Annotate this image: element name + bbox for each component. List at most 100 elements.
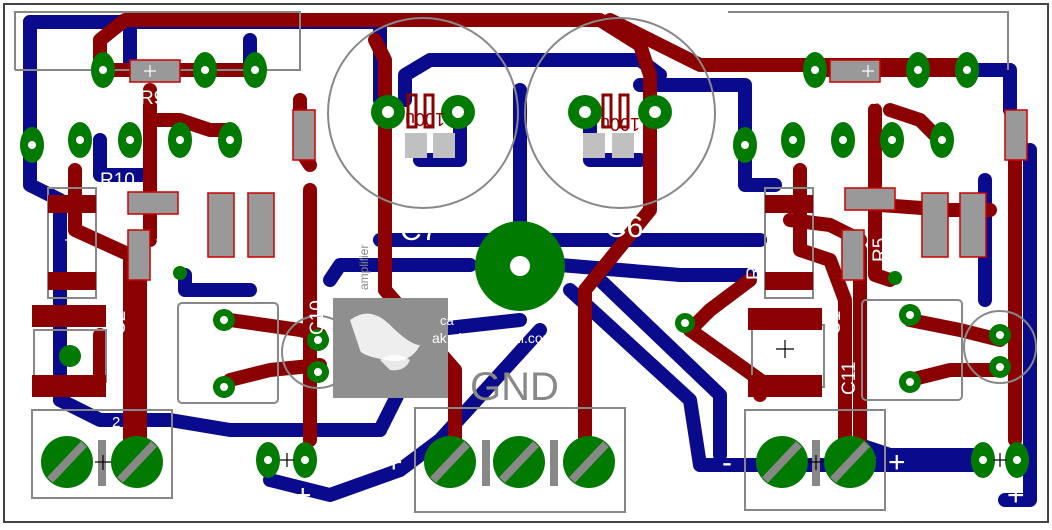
screw-terminal (493, 436, 545, 488)
r1-smd (1004, 109, 1028, 161)
cap-value-texts: 100u 100u (405, 109, 640, 134)
pin-left-2: 2 (112, 414, 120, 431)
label-c2: C2 (109, 311, 130, 335)
bottom-trace (263, 323, 547, 502)
r6-pad-bottom (765, 272, 813, 290)
c6-plus: + (538, 96, 556, 129)
c6-outline (524, 17, 716, 209)
screw-terminal (756, 436, 808, 488)
logo-shape (350, 313, 420, 361)
label-c5: C5 (414, 175, 438, 196)
c2-pad-top (32, 305, 106, 327)
c5-smd (405, 133, 427, 158)
top-trace (868, 103, 897, 287)
c10-connector-minus: - (262, 479, 272, 512)
label-c8: C8 (611, 175, 635, 196)
top-trace (903, 313, 1007, 347)
top-trace (903, 363, 1007, 387)
connector-right-outline (744, 409, 886, 511)
label-r8: R8 (279, 211, 300, 235)
pin-center-2: 2 (494, 414, 502, 431)
polarity-mark-icon (65, 65, 874, 245)
label-c7: C7 (400, 214, 438, 247)
top-trace (93, 13, 657, 82)
email-text: ak.ales@gmail.com (432, 330, 554, 346)
label-r4: R4 (815, 166, 840, 187)
silk-outline (728, 11, 1009, 70)
r8-smd (247, 192, 275, 258)
label-r11: R11 (154, 235, 175, 268)
bottom-trace (998, 143, 1037, 507)
pin-center-1: 1 (425, 414, 433, 431)
c3-smd (921, 192, 949, 258)
label-r6: R6 (744, 256, 765, 280)
smd-pads (127, 59, 1028, 281)
label-r1: R1 (987, 131, 1008, 155)
c1-pad-bottom (748, 375, 822, 397)
c6-plate (601, 93, 613, 129)
c7-plus: + (340, 96, 358, 129)
r11-smd (127, 229, 151, 281)
label-c12: C12 (154, 365, 175, 400)
terminal-divider (98, 440, 106, 486)
c1-pad-top (748, 308, 822, 330)
label-c10: C10 (307, 300, 328, 335)
label-r3: R3 (855, 88, 879, 109)
logo-shape (380, 355, 410, 371)
via-pad (173, 266, 187, 280)
mounting-hole-icon (475, 221, 565, 311)
top-trace (578, 73, 657, 467)
c7-plate (423, 93, 435, 129)
c6-plate (618, 93, 630, 129)
connector-left-outline (31, 409, 173, 499)
terminal-divider (550, 440, 558, 486)
c5-smd (433, 133, 455, 158)
connector-center-outline (414, 407, 626, 513)
center-minus: - (628, 446, 638, 479)
label-r5: R5 (870, 238, 891, 262)
polarity-texts: + + - + + - - + - + - + (10, 96, 1025, 512)
r6-pad-top (765, 195, 813, 213)
pin-right-2: 2 (826, 414, 834, 431)
top-trace (683, 273, 757, 337)
pin-left-1: 1 (42, 414, 50, 431)
silkscreen-layer (14, 11, 1037, 513)
screw-terminal (111, 436, 163, 488)
logo-ca-text: ca (440, 313, 455, 328)
label-r2: R2 (962, 166, 983, 190)
c11-outline (861, 299, 963, 401)
label-c11: C11 (839, 362, 860, 395)
c5-value-text: 100u (405, 109, 445, 129)
r7-smd (292, 109, 316, 161)
c8-value-text: 100u (600, 114, 640, 134)
c8-smd (612, 133, 634, 158)
pin-number-texts: 1 2 1 2 3 1 2 (42, 414, 834, 431)
c12-outline (177, 302, 279, 404)
screw-terminal (41, 436, 93, 488)
screw-terminal (563, 436, 615, 488)
logo-graphic: amplifier ca (333, 245, 455, 398)
r12-pad-bottom (48, 272, 96, 290)
pad-holes (28, 66, 1021, 464)
label-c1: C1 (824, 311, 845, 335)
c4-smd (207, 192, 235, 258)
r12-outline (47, 187, 97, 299)
cap-smd-small (405, 133, 634, 158)
c2-pad (59, 345, 81, 367)
c7-body-marks (406, 93, 630, 129)
c7-outline (327, 17, 519, 209)
right-minus: - (722, 446, 732, 479)
label-r10: R10 (100, 170, 135, 191)
gnd-label: GND (470, 365, 559, 409)
label-c4: C4 (186, 220, 207, 245)
screw-terminal (424, 436, 476, 488)
center-plus: + (385, 446, 403, 479)
right-plus: + (888, 446, 906, 479)
bottom-trace (53, 393, 387, 437)
board-outline (3, 3, 1049, 523)
polarity-mark-icon (95, 340, 1007, 470)
pin-right-1: 1 (757, 414, 765, 431)
bottom-trace (178, 268, 257, 297)
label-r9: R9 (140, 88, 164, 109)
